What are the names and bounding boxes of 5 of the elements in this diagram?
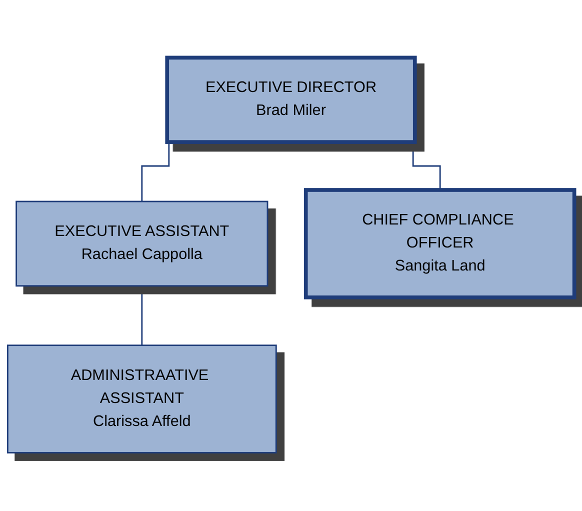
node-box: EXECUTIVE DIRECTOR Brad Miler [165,56,417,144]
node-box: ADMINISTRAATIVE ASSISTANT Clarissa Affeld [6,344,277,454]
connector [141,285,143,346]
node-box: EXECUTIVE ASSISTANT Rachael Cappolla [16,201,268,287]
node-box: CHIEF COMPLIANCE OFFICER Sangita Land [304,188,576,300]
